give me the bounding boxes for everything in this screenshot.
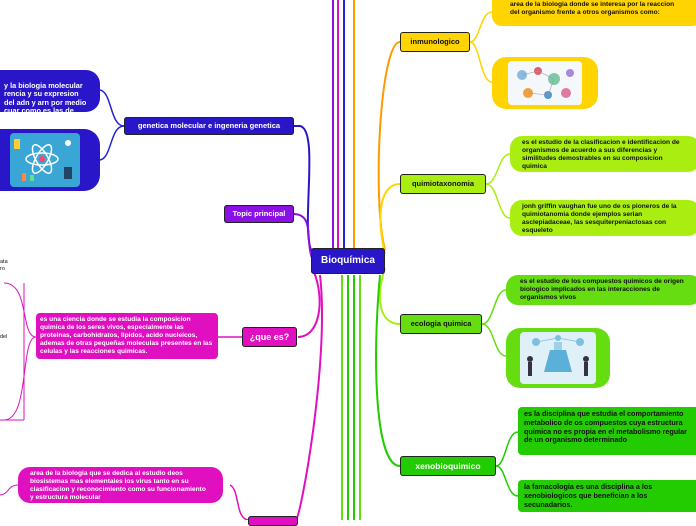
inmunologico-node[interactable]: inmunologico [400,32,470,52]
inmunologico-label: inmunologico [410,36,460,46]
quimiotaxonomia-node[interactable]: quimiotaxonomia [400,174,486,194]
ecologia-node[interactable]: ecologia quimica [400,314,482,334]
inmunologico-text[interactable]: area de la biologia donde se interesa po… [492,0,696,26]
molecule-lab-icon [10,133,80,187]
virologia-text-content: area de la biologia que se dedica al est… [30,470,206,501]
genetica-label: genetica molecular e ingeneria genetica [137,120,281,130]
ecologia-label: ecologia quimica [410,318,472,328]
xenobioquimico-text-2-content: la famacologia es una disciplina a los x… [524,482,653,509]
virologia-node[interactable] [248,516,298,526]
xenobioquimico-text-1[interactable]: es la disciplina que estudia el comporta… [518,407,696,455]
xenobioquimico-node[interactable]: xenobioquimico [400,456,496,476]
ecologia-text-content: es el estudio de los compuestos quimicos… [520,278,684,301]
quimiotaxonomia-text-2[interactable]: jonh griffin vaughan fue uno de os pione… [510,200,696,236]
genetica-text-content: y la biologia molecular rencia y su expr… [4,80,87,115]
xenobioquimico-text-1-content: es la disciplina que estudia el comporta… [524,409,687,445]
que-es-label: ¿que es? [249,331,290,342]
quimiotaxonomia-text-1[interactable]: es el estudio de la clasificacion e iden… [510,136,696,172]
central-topic[interactable]: Bioquímica [311,248,385,274]
central-topic-label: Bioquímica [321,254,375,266]
quimiotaxonomia-label: quimiotaxonomia [411,178,475,188]
xenobioquimico-text-2[interactable]: la famacologia es una disciplina a los x… [518,480,696,512]
que-es-text-content: es una ciencia donde se estudia la compo… [40,316,213,355]
genetica-node[interactable]: genetica molecular e ingeneria genetica [124,117,294,135]
quimiotaxonomia-text-2-content: jonh griffin vaughan fue uno de os pione… [522,203,677,234]
cut-text-mid: del [0,334,8,340]
virologia-text[interactable]: area de la biologia que se dedica al est… [18,467,223,503]
que-es-node[interactable]: ¿que es? [242,327,297,347]
immune-cells-icon [508,61,582,105]
ecologia-image[interactable] [506,328,610,388]
genetica-text[interactable]: y la biologia molecular rencia y su expr… [0,70,100,115]
que-es-text[interactable]: es una ciencia donde se estudia la compo… [36,313,218,359]
genetica-image[interactable] [0,129,100,191]
quimiotaxonomia-text-1-content: es el estudio de la clasificacion e iden… [522,139,680,170]
cut-text-top: ata ro [0,259,8,272]
inmunologico-text-content: area de la biologia donde se interesa po… [510,1,675,16]
inmunologico-image[interactable] [492,57,598,109]
chemistry-lab-icon [520,332,596,384]
topic-principal-label: Topic principal [232,208,286,218]
topic-principal-node[interactable]: Topic principal [224,205,294,223]
ecologia-text[interactable]: es el estudio de los compuestos quimicos… [506,275,696,305]
xenobioquimico-label: xenobioquimico [415,460,481,471]
